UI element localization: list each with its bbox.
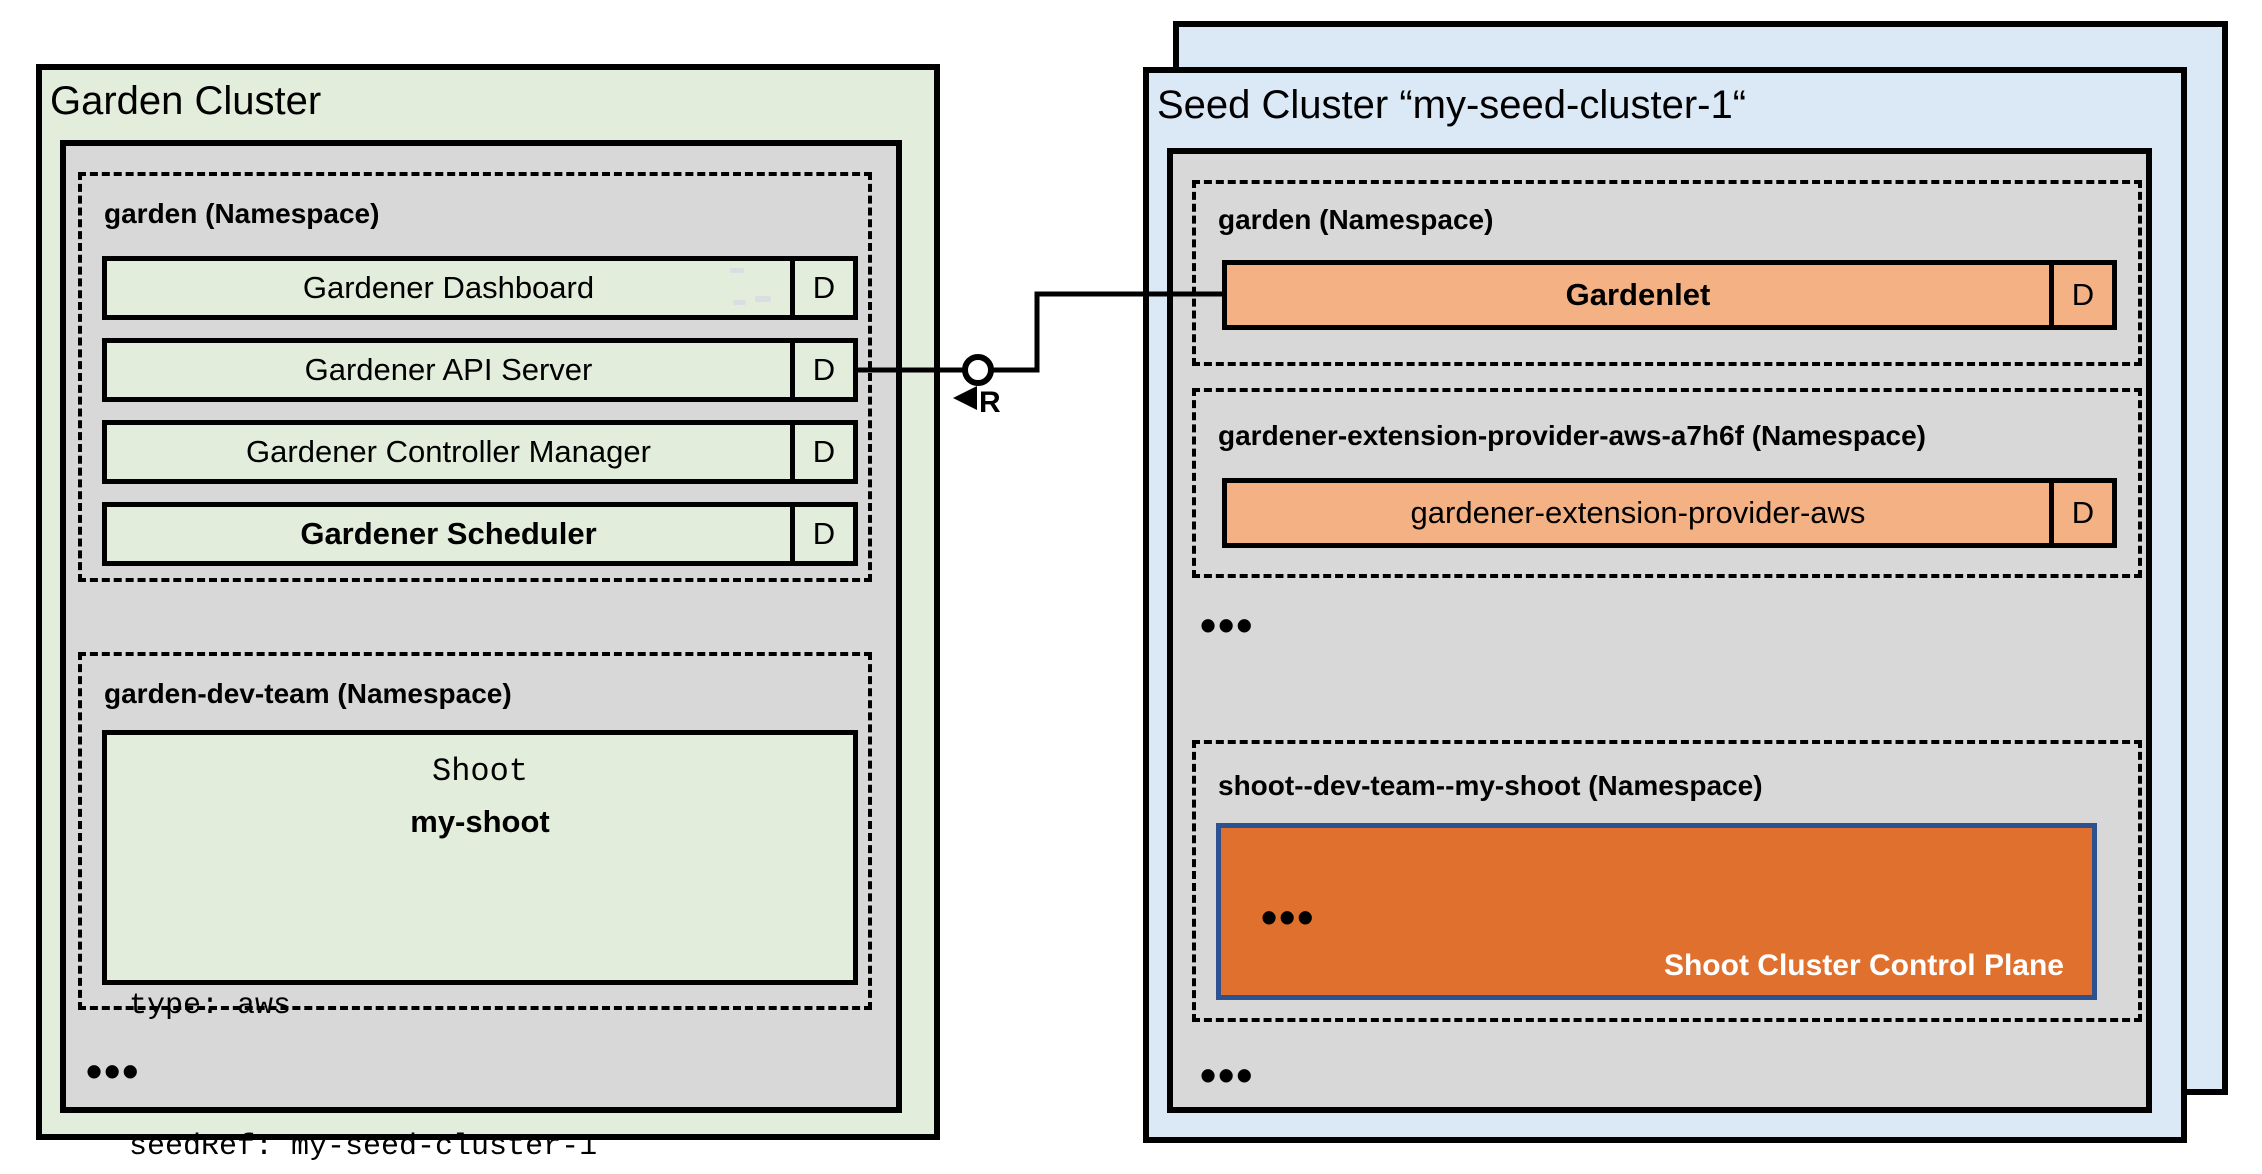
register-arrow-icon	[953, 386, 977, 410]
component-label: Gardener API Server	[304, 352, 593, 387]
shoot-spec: type: aws seedRef: my-seed-cluster-1	[129, 889, 597, 1174]
seed-more-namespaces-ellipsis-bottom: •••	[1200, 1049, 1255, 1101]
deployment-badge: D	[790, 343, 853, 397]
control-plane-label: Shoot Cluster Control Plane	[1663, 949, 2064, 982]
deployment-badge: D	[790, 425, 853, 479]
component-label: Gardener Controller Manager	[246, 434, 651, 469]
garden-more-namespaces-ellipsis: •••	[86, 1045, 141, 1097]
shoot-resource-card: Shoot my-shoot type: aws seedRef: my-see…	[102, 730, 858, 1164]
seed-garden-namespace-box	[1192, 180, 2142, 366]
dev-team-namespace-label: garden-dev-team (Namespace)	[104, 678, 512, 709]
component-label: Gardenlet	[1565, 277, 1711, 312]
garden-namespace-label: garden (Namespace)	[104, 198, 380, 229]
component-row-gardener-scheduler: Gardener Scheduler D	[102, 502, 858, 566]
interface-circle	[962, 354, 994, 386]
component-row-gardenlet: Gardenlet D	[1222, 260, 2117, 330]
component-label: Gardener Scheduler	[300, 516, 597, 551]
seed-garden-namespace-label: garden (Namespace)	[1218, 204, 1494, 235]
component-row-gardener-extension-provider-aws: gardener-extension-provider-aws D	[1222, 478, 2117, 548]
shoot-namespace-box	[1192, 740, 2142, 1022]
garden-cluster-title: Garden Cluster	[50, 79, 322, 123]
component-row-gardener-controller-manager: Gardener Controller Manager D	[102, 420, 858, 484]
shoot-spec-type: type: aws	[129, 989, 292, 1023]
seed-cluster-title: Seed Cluster “my-seed-cluster-1“	[1157, 83, 1747, 127]
deployment-badge: D	[790, 507, 853, 561]
extension-namespace-label: gardener-extension-provider-aws-a7h6f (N…	[1218, 420, 1926, 451]
component-label: gardener-extension-provider-aws	[1410, 495, 1866, 530]
faded-artifact-mark	[755, 296, 771, 302]
garden-namespace-box	[78, 172, 872, 582]
shoot-kind: Shoot	[431, 753, 528, 790]
component-row-gardener-dashboard: Gardener Dashboard D	[102, 256, 858, 320]
deployment-badge: D	[790, 261, 853, 315]
component-row-gardener-api-server: Gardener API Server D	[102, 338, 858, 402]
deployment-badge: D	[2049, 483, 2112, 543]
faded-artifact-mark	[730, 268, 744, 273]
faded-artifact-mark	[733, 300, 746, 305]
seed-more-namespaces-ellipsis-top: •••	[1200, 599, 1255, 651]
register-label: R	[979, 386, 1001, 419]
control-plane-ellipsis: •••	[1261, 891, 1316, 943]
shoot-name: my-shoot	[410, 804, 550, 839]
dev-team-namespace-box	[78, 652, 872, 1010]
shoot-control-plane-box: ••• Shoot Cluster Control Plane	[1216, 823, 2097, 1000]
extension-namespace-box	[1192, 388, 2142, 578]
shoot-spec-seedref: seedRef: my-seed-cluster-1	[129, 1130, 598, 1164]
shoot-namespace-label: shoot--dev-team--my-shoot (Namespace)	[1218, 770, 1763, 801]
component-label: Gardener Dashboard	[302, 270, 595, 305]
deployment-badge: D	[2049, 265, 2112, 325]
